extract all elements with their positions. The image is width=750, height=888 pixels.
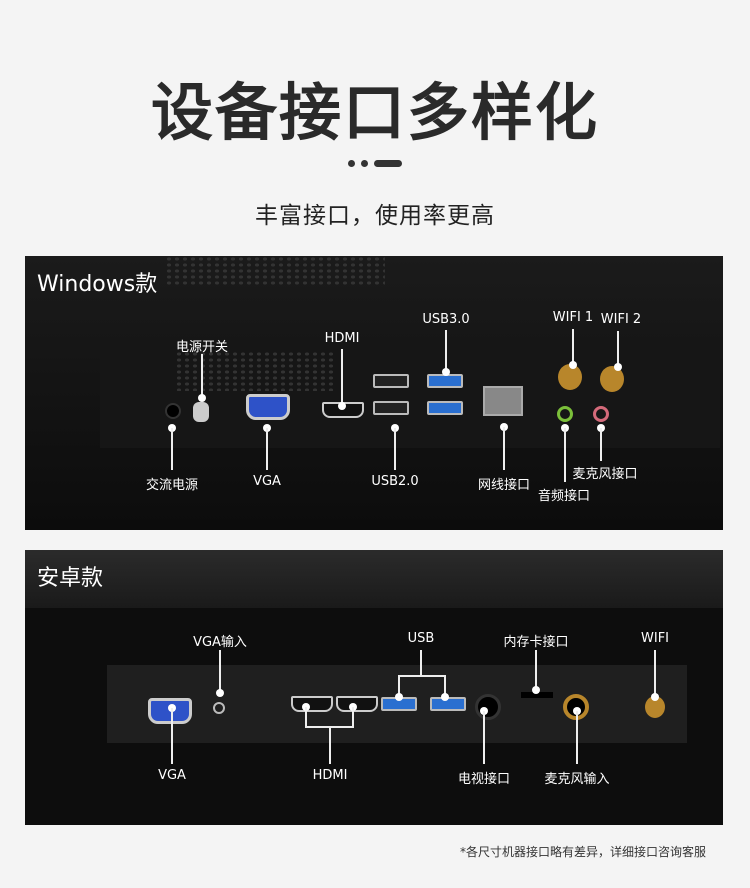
- label-usb: USB: [407, 631, 435, 646]
- windows-title: Windows款: [37, 272, 158, 297]
- usb3-port: [427, 374, 463, 388]
- label-hdmi: HDMI: [312, 768, 348, 783]
- label-vga: VGA: [158, 768, 186, 783]
- label-lan: 网线接口: [477, 478, 531, 493]
- label-card: 内存卡接口: [503, 635, 569, 650]
- label-power-switch: 电源开关: [175, 340, 229, 355]
- vga-port: [246, 394, 290, 420]
- vga-audio-jack: [213, 702, 225, 714]
- android-title: 安卓款: [37, 566, 104, 591]
- label-mic-in: 麦克风输入: [544, 772, 610, 787]
- label-usb2: USB2.0: [371, 474, 419, 489]
- label-hdmi: HDMI: [324, 331, 360, 346]
- label-ac-power: 交流电源: [145, 478, 199, 493]
- label-audio: 音频接口: [537, 489, 591, 504]
- page-title: 设备接口多样化: [150, 76, 599, 149]
- card-slot: [521, 692, 553, 698]
- wifi-antenna: [645, 696, 665, 718]
- label-wifi2: WIFI 2: [600, 312, 642, 327]
- dc-jack: [165, 403, 181, 419]
- android-ports-panel: 安卓款 VGA输入 USB 内存卡接口 WIFI VGA HDMI 电视接口 麦…: [25, 550, 723, 825]
- label-wifi1: WIFI 1: [552, 310, 594, 325]
- label-wifi: WIFI: [641, 631, 669, 646]
- label-mic: 麦克风接口: [572, 467, 638, 482]
- label-tv: 电视接口: [457, 772, 511, 787]
- lan-port: [483, 386, 523, 416]
- mic-jack: [593, 406, 609, 422]
- power-switch: [193, 402, 209, 422]
- audio-jack: [557, 406, 573, 422]
- hdmi-port: [291, 696, 333, 712]
- usb2-port: [373, 374, 409, 388]
- windows-ports-panel: Windows款 电源开关 HDMI USB3.0 WIFI 1 WIFI 2 …: [25, 256, 723, 530]
- label-vga: VGA: [253, 474, 281, 489]
- usb3-port: [427, 401, 463, 415]
- label-vga-in: VGA输入: [193, 635, 247, 650]
- hdmi-port: [336, 696, 378, 712]
- usb2-port: [373, 401, 409, 415]
- subtitle: 丰富接口，使用率更高: [255, 203, 495, 229]
- vent-grille: [165, 256, 385, 286]
- footnote: *各尺寸机器接口略有差异，详细接口咨询客服: [459, 845, 706, 859]
- label-usb3: USB3.0: [422, 312, 470, 327]
- tv-port: [475, 694, 501, 720]
- vent-grille: [175, 351, 335, 391]
